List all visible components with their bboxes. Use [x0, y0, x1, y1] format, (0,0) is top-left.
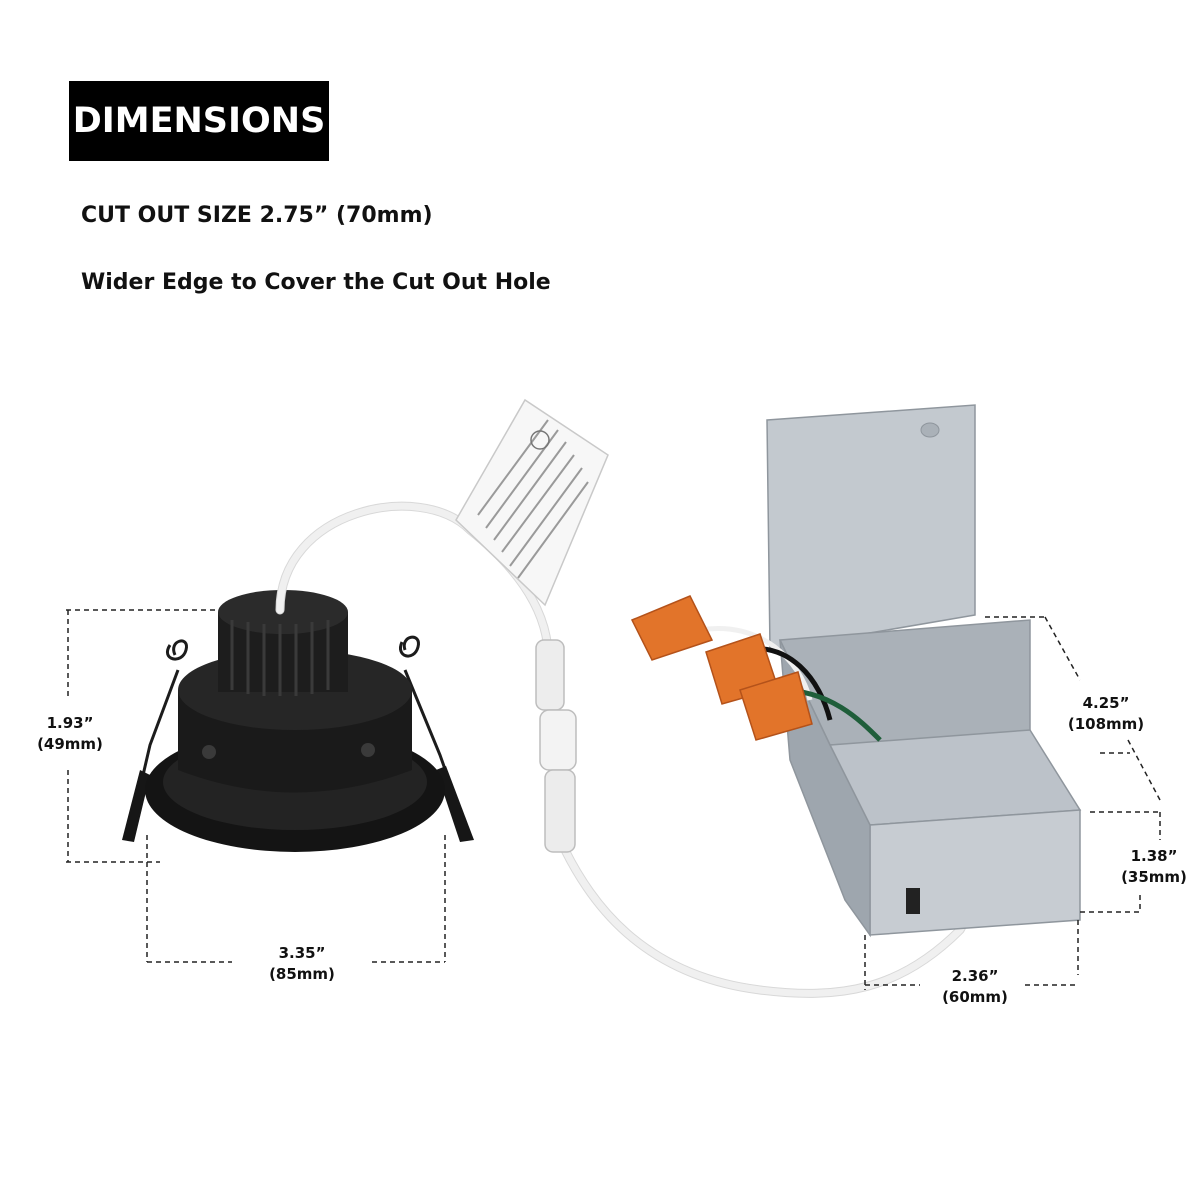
dimensions-heading: DIMENSIONS — [69, 81, 329, 161]
box-width-imperial: 2.36” — [951, 967, 999, 985]
box-width-dimension-label: 2.36” (60mm) — [930, 966, 1020, 1008]
downlight — [122, 590, 474, 852]
width-imperial: 3.35” — [278, 944, 326, 962]
clip-left — [122, 770, 150, 842]
height-imperial: 1.93” — [46, 714, 94, 732]
certification-tag — [455, 398, 609, 607]
box-top — [828, 729, 1082, 826]
width-metric: (85mm) — [269, 965, 335, 983]
box-dimension-lines — [864, 616, 1161, 990]
height-metric: (49mm) — [37, 735, 103, 753]
box-height-dimension-label: 1.38” (35mm) — [1112, 846, 1196, 888]
box-front — [869, 809, 1081, 936]
junction-box — [766, 404, 1082, 938]
wire-connectors — [630, 595, 813, 741]
cutout-size-text: CUT OUT SIZE 2.75” (70mm) — [81, 203, 433, 228]
box-length-dimension-label: 4.25” (108mm) — [1064, 693, 1148, 735]
wider-edge-text: Wider Edge to Cover the Cut Out Hole — [81, 270, 551, 295]
height-dimension-label: 1.93” (49mm) — [36, 713, 104, 755]
box-length-imperial: 4.25” — [1082, 694, 1130, 712]
box-width-metric: (60mm) — [942, 988, 1008, 1006]
clip-right — [436, 766, 474, 842]
box-length-metric: (108mm) — [1067, 715, 1145, 733]
box-lid — [766, 404, 976, 651]
width-dimension-label: 3.35” (85mm) — [262, 943, 342, 985]
inline-connector — [535, 639, 577, 853]
box-height-metric: (35mm) — [1121, 868, 1187, 886]
box-height-imperial: 1.38” — [1130, 847, 1178, 865]
